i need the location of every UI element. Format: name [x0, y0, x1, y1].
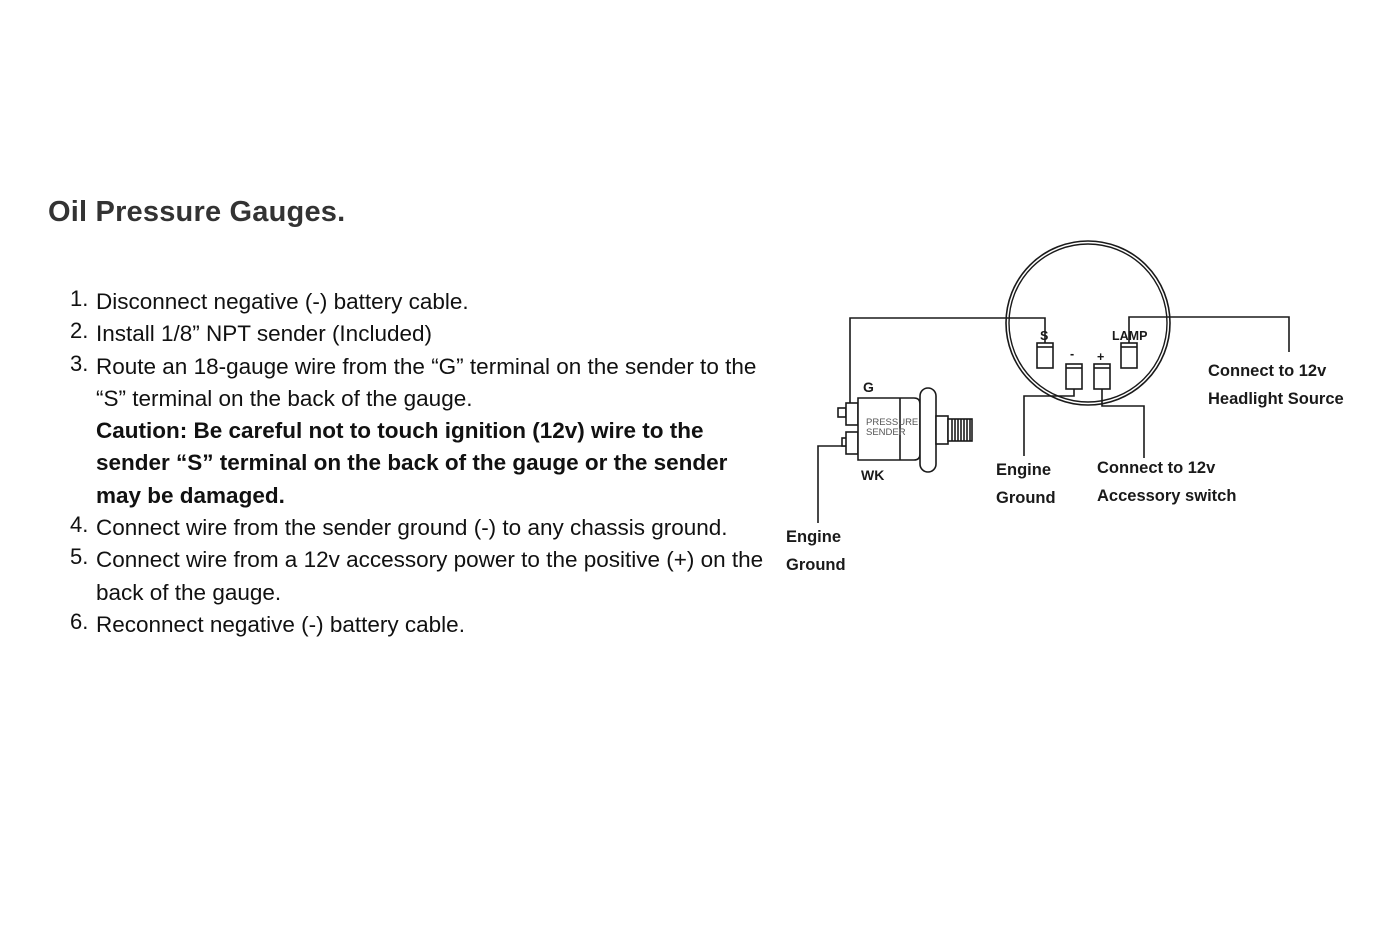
- sender-g-wire: [849, 317, 1046, 405]
- caution-text: Caution: Be careful not to touch ignitio…: [96, 418, 728, 508]
- accessory-wire: [1101, 389, 1145, 458]
- pressure-sender: [837, 387, 973, 473]
- sender-g-label: G: [863, 379, 874, 395]
- headlight-label-line1: Connect to 12v: [1208, 362, 1327, 380]
- step-number: 1.: [70, 286, 89, 311]
- sender-name-line2: SENDER: [866, 427, 906, 438]
- step-number: 4.: [70, 512, 89, 538]
- terminal-s-label: S: [1040, 329, 1048, 343]
- page-title: Oil Pressure Gauges.: [48, 196, 346, 228]
- step-text: Reconnect negative (-) battery cable.: [96, 611, 465, 637]
- list-item: 1. Disconnect negative (-) battery cable…: [70, 286, 770, 318]
- step-number: 6.: [70, 608, 89, 634]
- list-item: 6. Reconnect negative (-) battery cable.: [70, 609, 770, 641]
- gauge-outer-ring: [1005, 240, 1171, 406]
- terminal-minus-label: -: [1070, 347, 1074, 361]
- step-text: Connect wire from the sender ground (-) …: [96, 515, 728, 541]
- gauge-ground-label-line2: Ground: [996, 489, 1056, 507]
- list-item: 4. Connect wire from the sender ground (…: [70, 512, 770, 544]
- terminal-s-post: [1036, 342, 1054, 369]
- step-text: Install 1/8” NPT sender (Included): [96, 321, 432, 347]
- gauge-ground-label-line1: Engine: [996, 461, 1051, 479]
- gauge-inner-ring: [1008, 243, 1168, 403]
- sender-name-line1: PRESSURE: [866, 417, 918, 428]
- terminal-plus-label: +: [1097, 350, 1104, 364]
- step-text: Route an 18-gauge wire from the “G” term…: [96, 353, 757, 411]
- step-number: 5.: [70, 544, 89, 570]
- sender-ground-label-line2: Ground: [786, 556, 846, 574]
- instruction-list: 1. Disconnect negative (-) battery cable…: [70, 286, 770, 641]
- terminal-lamp-label: LAMP: [1112, 329, 1147, 343]
- list-item: 3. Route an 18-gauge wire from the “G” t…: [70, 351, 770, 512]
- headlight-label-line2: Headlight Source: [1208, 390, 1344, 408]
- list-item: 2. Install 1/8” NPT sender (Included): [70, 318, 770, 350]
- sender-wk-label: WK: [861, 467, 884, 483]
- terminal-plus-post: [1093, 363, 1111, 390]
- terminal-lamp-post: [1120, 342, 1138, 369]
- step-number: 2.: [70, 318, 89, 344]
- terminal-minus-post: [1065, 363, 1083, 390]
- list-item: 5. Connect wire from a 12v accessory pow…: [70, 544, 770, 609]
- step-text: Disconnect negative (-) battery cable.: [96, 289, 469, 314]
- step-text: Connect wire from a 12v accessory power …: [96, 547, 764, 605]
- lamp-wire: [1128, 316, 1290, 352]
- gauge-ground-wire: [1023, 389, 1075, 456]
- step-number: 3.: [70, 350, 89, 376]
- sender-ground-label-line1: Engine: [786, 528, 841, 546]
- accessory-label-line2: Accessory switch: [1097, 487, 1236, 505]
- sender-ground-wire: [817, 445, 850, 523]
- accessory-label-line1: Connect to 12v: [1097, 459, 1216, 477]
